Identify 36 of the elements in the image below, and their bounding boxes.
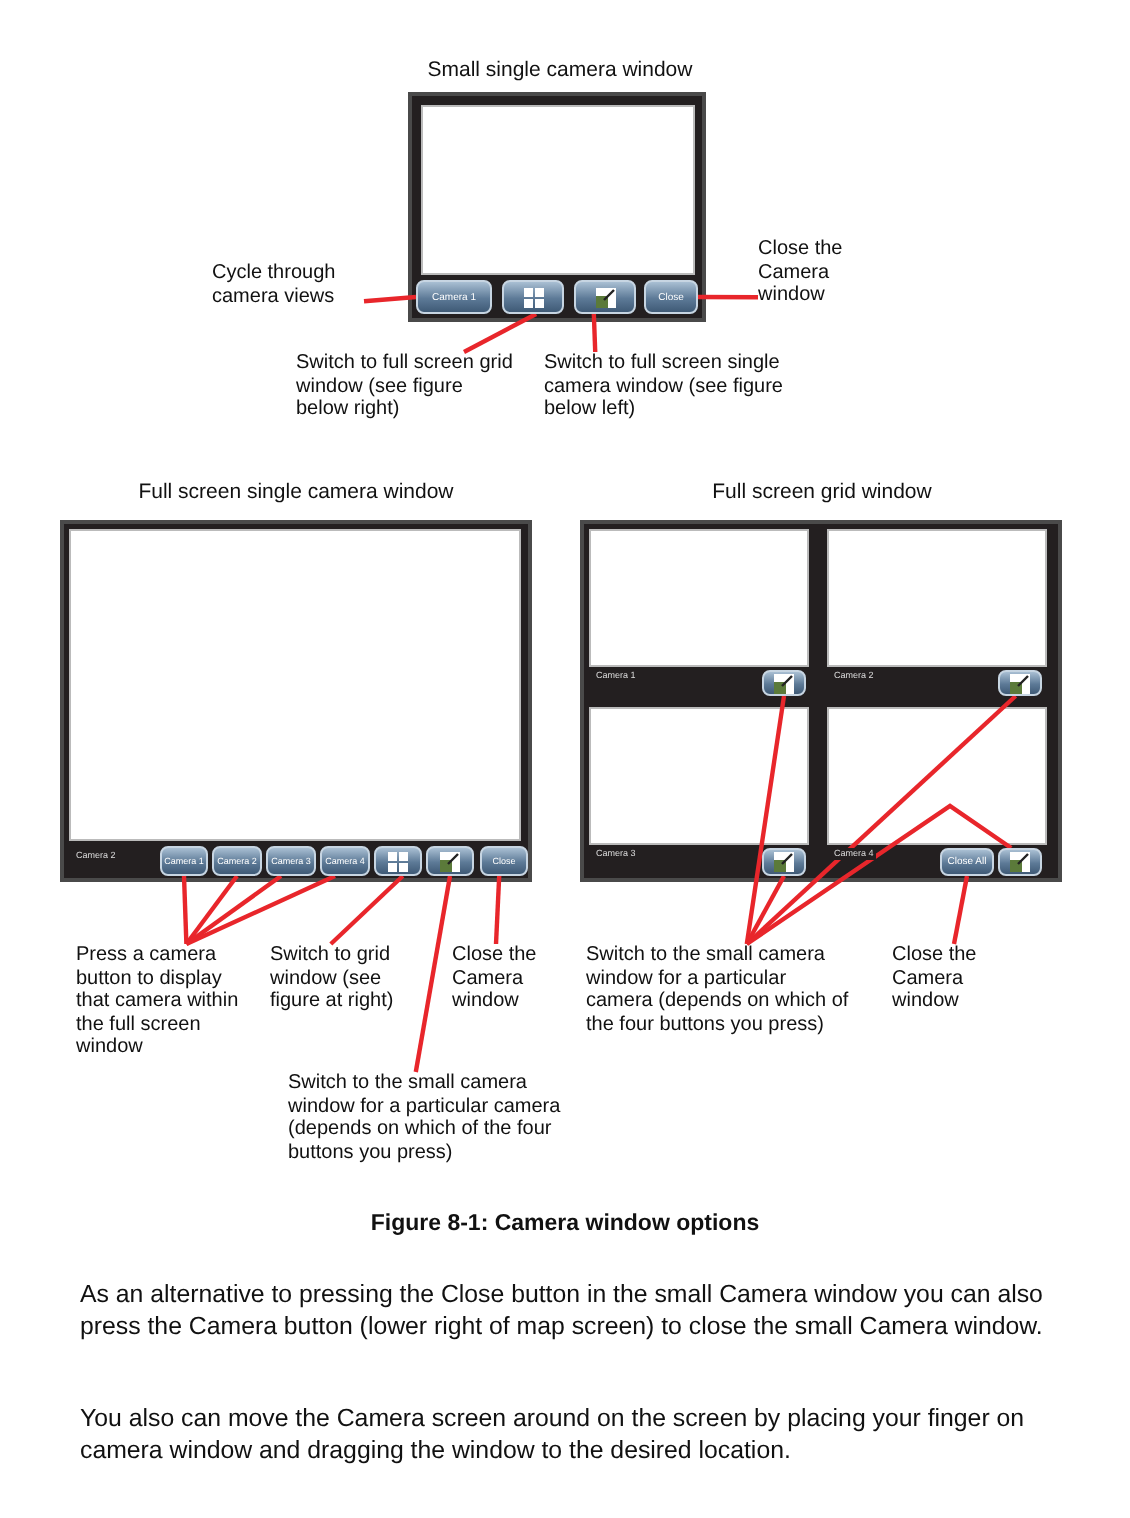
leader-line bbox=[744, 695, 787, 945]
single-view-button bbox=[574, 280, 636, 314]
single-view-button bbox=[426, 846, 474, 876]
figure-caption: Figure 8-1: Camera window options bbox=[368, 1212, 762, 1236]
callout-text: Close the Camera window bbox=[892, 944, 992, 1020]
leader-line bbox=[744, 874, 786, 946]
leader-line bbox=[363, 294, 417, 304]
leader-line bbox=[181, 875, 189, 945]
leader-line bbox=[185, 874, 283, 946]
leader-line bbox=[951, 875, 970, 945]
single-view-button bbox=[762, 848, 806, 876]
single-view-button bbox=[998, 670, 1042, 696]
leader-line bbox=[745, 803, 1013, 946]
callout-text: Press a camera button to display that camera within the full screen window bbox=[76, 944, 260, 1068]
callout-text: Switch to full screen single camera window (see figure below left) bbox=[544, 352, 788, 428]
leader-line bbox=[493, 875, 502, 945]
single-view-button bbox=[762, 670, 806, 696]
grid-view-button bbox=[502, 280, 564, 314]
body-paragraph: You also can move the Camera screen around on the screen by placing your finger on camera window and dragging the window to the desired location. bbox=[80, 1404, 1027, 1466]
callout-text: Switch to grid window (see figure at right) bbox=[270, 944, 422, 1044]
callout-text: Cycle through camera views bbox=[212, 262, 364, 318]
leader-line bbox=[184, 874, 239, 946]
single-view-button bbox=[998, 848, 1042, 876]
callout-text: Close the Camera window bbox=[758, 238, 862, 314]
panel-title: Full screen single camera window bbox=[136, 480, 456, 507]
leader-line bbox=[698, 294, 758, 300]
body-paragraph: As an alternative to pressing the Close button in the small Camera window you can also press the Camera button (lower right of map screen) to close the small Camera window. bbox=[80, 1280, 1045, 1342]
panel-title: Full screen grid window bbox=[710, 480, 934, 507]
callout-text: Switch to the small camera window for a particular camera (depends on which of the four buttons you press) bbox=[288, 1072, 572, 1172]
callout-text: Switch to the small camera window for a particular camera (depends on which of the four buttons you press) bbox=[586, 944, 854, 1068]
callout-text: Switch to full screen grid window (see figure below right) bbox=[296, 352, 520, 428]
leader-line bbox=[591, 313, 598, 353]
leader-line bbox=[413, 875, 453, 1073]
grid-view-button bbox=[374, 846, 422, 876]
callout-text: Close the Camera window bbox=[452, 944, 552, 1020]
panel-title: Small single camera window bbox=[425, 58, 695, 85]
